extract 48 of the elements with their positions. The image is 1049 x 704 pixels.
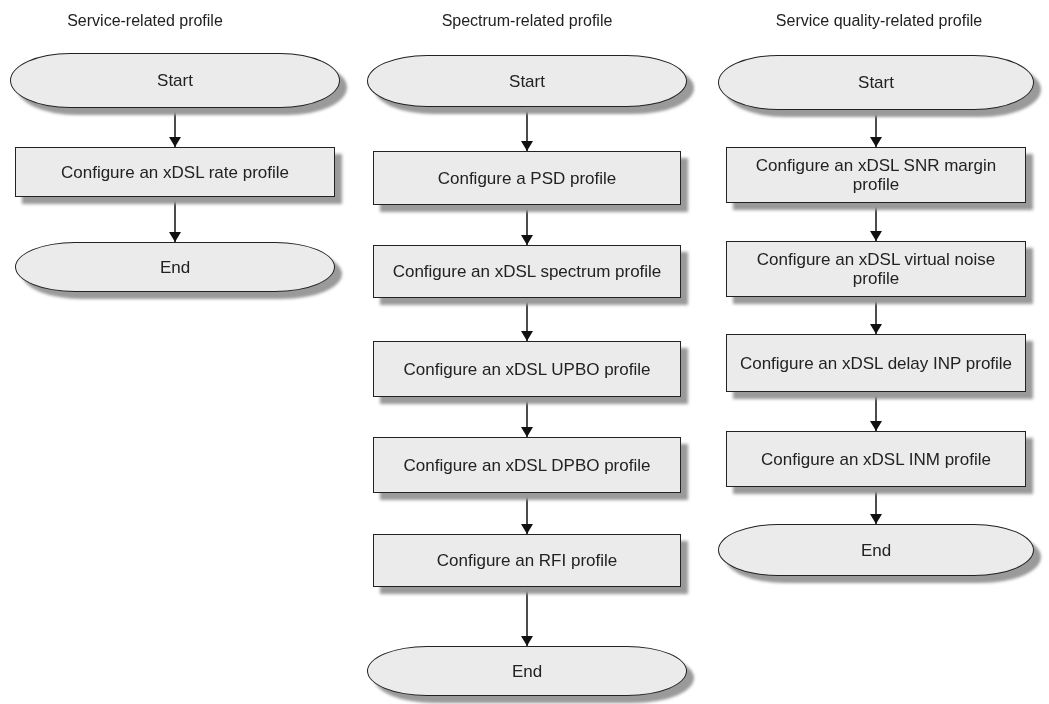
node-text: End [159,257,191,277]
process-box [373,437,681,493]
node-text: Configure a PSD profile [437,168,617,188]
process-box [726,241,1026,297]
node-text: Configure an RFI profile [436,551,618,570]
arrow [870,296,882,335]
node-text: End [511,661,543,681]
terminal-shape [15,242,335,292]
column-heading: Service-related profile [66,12,224,30]
terminal-shape [718,55,1034,110]
arrow [521,586,533,647]
process-box [15,147,335,197]
arrow [521,297,533,342]
node-text: Start [157,71,193,90]
node-text: Configure an xDSL spectrum profile [392,262,662,281]
node-text: Start [509,71,545,91]
process-box [726,147,1026,203]
arrow [169,196,181,243]
process-box [373,151,681,205]
arrow [870,202,882,242]
arrow [521,106,533,152]
process-box [726,431,1026,487]
column-heading: Service quality-related profile [774,12,984,30]
process-box [373,341,681,397]
node-text: Configure an xDSL virtual noise profile [755,250,997,288]
node-text: End [860,540,892,560]
node-text: Start [858,73,894,92]
arrow [521,396,533,438]
arrow [870,109,882,148]
arrow [521,492,533,535]
terminal-shape [367,55,687,107]
arrow [870,391,882,432]
process-box [726,334,1026,392]
arrow [521,204,533,246]
process-box [373,534,681,587]
terminal-shape [718,524,1034,576]
column-heading: Spectrum-related profile [440,12,614,30]
terminal-shape [10,53,340,108]
terminal-shape [367,646,687,696]
node-text: Configure an xDSL delay INP profile [739,353,1013,373]
node-text: Configure an xDSL rate profile [60,162,290,182]
arrow [169,107,181,148]
node-text: Configure an xDSL DPBO profile [403,455,651,475]
node-text: Configure an xDSL UPBO profile [403,359,651,379]
process-box [373,245,681,298]
node-text: Configure an xDSL SNR margin profile [754,156,998,194]
node-text: Configure an xDSL INM profile [761,449,991,469]
arrow [870,486,882,525]
